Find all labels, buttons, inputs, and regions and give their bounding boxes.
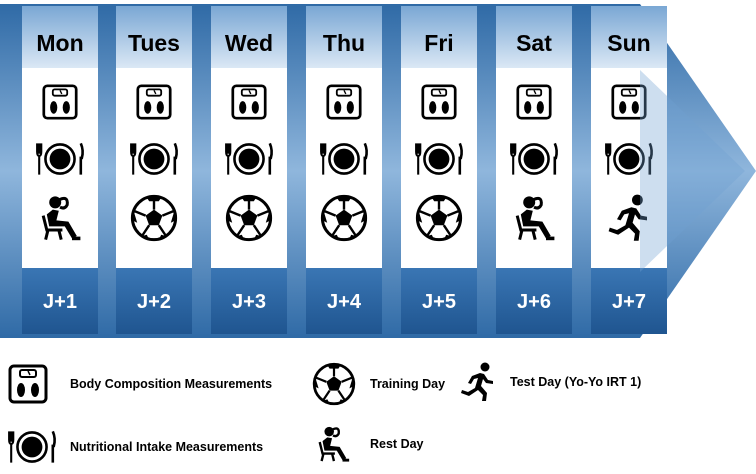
legend-nutritional-intake: Nutritional Intake Measurements (6, 428, 263, 466)
day-label: Tues (128, 30, 180, 56)
day-header-bg (211, 6, 287, 68)
weekly-schedule-diagram: MonJ+1TuesJ+2WedJ+3ThuJ+4FriJ+5SatJ+6Sun… (0, 4, 756, 338)
legend-rest-day: Rest Day (314, 424, 424, 464)
day-label: Sat (516, 30, 552, 56)
legend-training-day-label: Training Day (370, 377, 446, 391)
day-footer-bg (211, 268, 287, 334)
day-label: Wed (225, 30, 273, 56)
day-footer-bg (306, 268, 382, 334)
legend-nutritional-intake-label: Nutritional Intake Measurements (70, 440, 264, 454)
arrow-tip (640, 70, 745, 272)
day-footer-bg (401, 268, 477, 334)
day-offset-label: J+7 (612, 291, 646, 313)
legend-body-composition-label: Body Composition Measurements (70, 377, 273, 391)
day-label: Sun (607, 30, 650, 56)
soccer-ball-icon (312, 362, 356, 406)
legend: Body Composition Measurements Nutritiona… (0, 350, 756, 474)
day-offset-label: J+5 (422, 291, 456, 313)
legend-test-day-label: Test Day (Yo-Yo IRT 1) (510, 375, 642, 389)
day-footer-bg (496, 268, 572, 334)
legend-body-composition: Body Composition Measurements (8, 364, 272, 404)
soccer-ball-icon (320, 194, 368, 242)
day-header-bg (22, 6, 98, 68)
day-header-bg (496, 6, 572, 68)
running-person-icon (458, 362, 498, 402)
day-offset-label: J+1 (43, 291, 77, 313)
day-header-bg (116, 6, 192, 68)
resting-person-icon (314, 424, 352, 464)
soccer-ball-icon (225, 194, 273, 242)
soccer-ball-icon (130, 194, 178, 242)
plate-icon (6, 428, 58, 466)
day-header-bg (591, 6, 667, 68)
day-footer-bg (22, 268, 98, 334)
legend-rest-day-label: Rest Day (370, 437, 424, 451)
day-header-bg (401, 6, 477, 68)
legend-test-day: Test Day (Yo-Yo IRT 1) (458, 362, 641, 402)
day-offset-label: J+2 (137, 291, 171, 313)
day-offset-label: J+6 (517, 291, 551, 313)
scale-icon (8, 364, 48, 404)
day-header-bg (306, 6, 382, 68)
day-footer-bg (591, 268, 667, 334)
day-columns: MonJ+1TuesJ+2WedJ+3ThuJ+4FriJ+5SatJ+6Sun… (22, 6, 667, 334)
soccer-ball-icon (415, 194, 463, 242)
day-footer-bg (116, 268, 192, 334)
day-offset-label: J+4 (327, 291, 362, 313)
day-label: Thu (323, 30, 365, 56)
day-offset-label: J+3 (232, 291, 266, 313)
day-label: Fri (424, 30, 453, 56)
day-label: Mon (36, 30, 83, 56)
legend-training-day: Training Day (312, 362, 445, 406)
